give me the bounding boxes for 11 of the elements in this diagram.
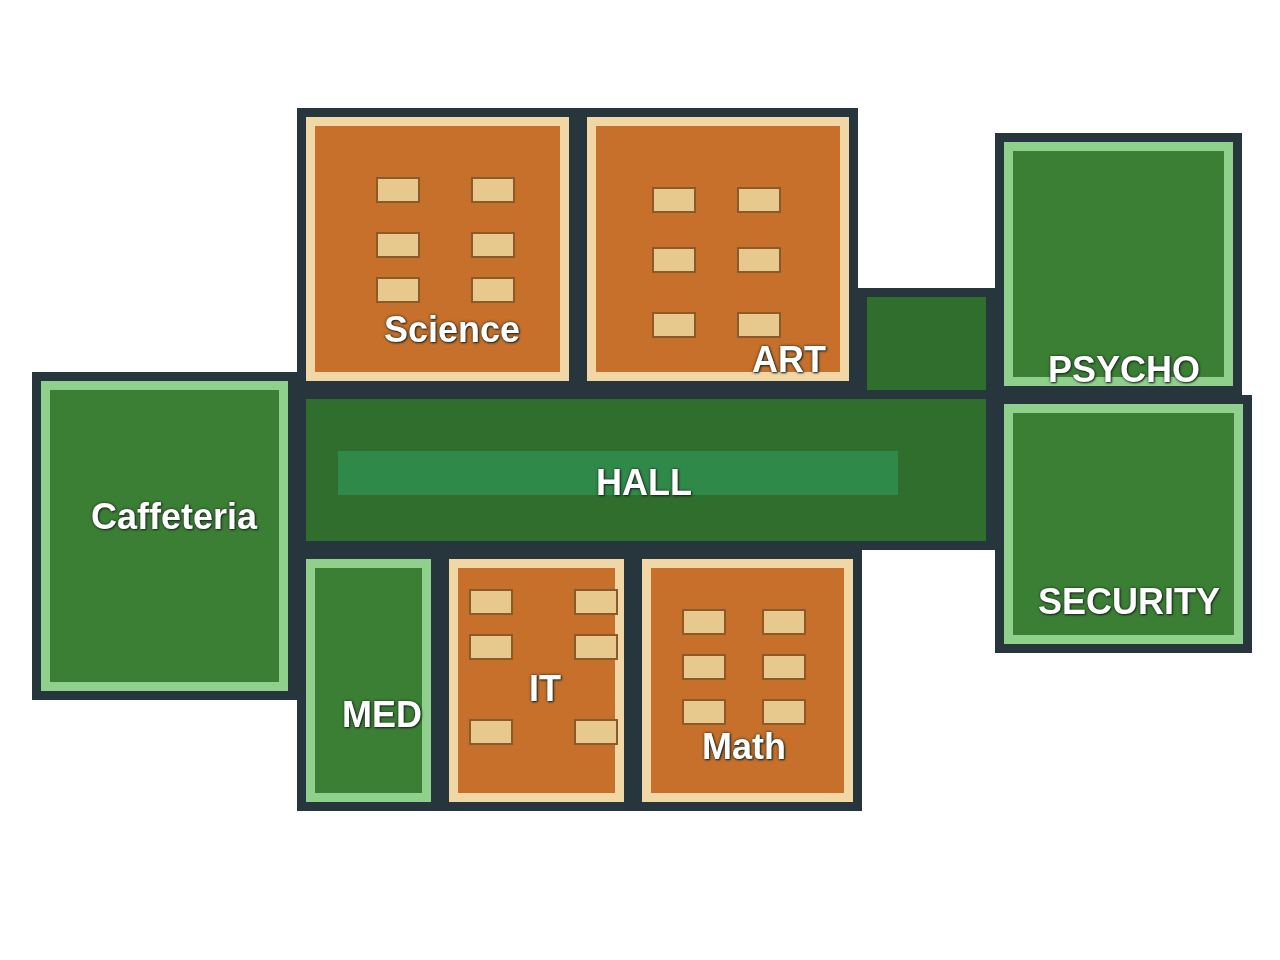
room-label: MED bbox=[342, 697, 422, 733]
room-label: HALL bbox=[596, 465, 692, 501]
room-label: Caffeteria bbox=[91, 499, 258, 535]
room-label: SECURITY bbox=[1038, 584, 1221, 620]
room-label: Science bbox=[384, 312, 521, 348]
room-label: ART bbox=[752, 342, 826, 378]
room-label: IT bbox=[529, 671, 561, 707]
room-floor bbox=[995, 133, 1242, 395]
room-label: Math bbox=[702, 729, 786, 765]
room-floor bbox=[32, 372, 297, 700]
room-label: PSYCHO bbox=[1048, 352, 1201, 388]
